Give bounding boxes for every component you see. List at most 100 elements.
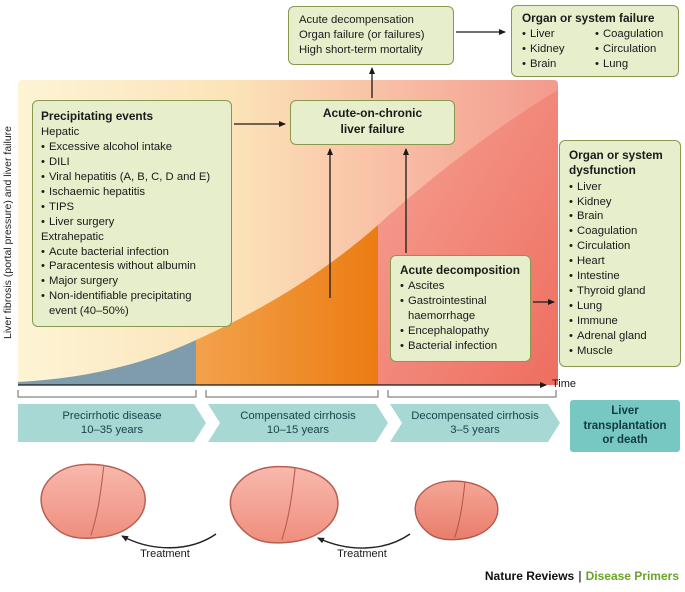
list-item: •Bacterial infection (400, 339, 521, 354)
bullet-icon: • (522, 28, 526, 41)
list-item: •Lung (569, 299, 671, 314)
treatment-label-2: Treatment (337, 548, 387, 560)
bullet-icon: • (41, 156, 45, 169)
liver-illustrations (40, 463, 499, 549)
acute-decomposition-box: Acute decomposition •Ascites•Gastrointes… (390, 255, 531, 362)
list-item: •Paracentesis without albumin (41, 259, 221, 274)
list-item: •Ischaemic hepatitis (41, 185, 221, 200)
list-item-text: Acute bacterial infection (48, 245, 169, 258)
bullet-icon: • (569, 195, 573, 208)
hepatic-heading: Hepatic (41, 126, 80, 139)
list-item-text: Viral hepatitis (A, B, C, D and E) (48, 171, 211, 184)
list-item-text: or death (602, 434, 648, 447)
list-item: •Encephalopathy (400, 324, 521, 339)
list-item: •Acute bacterial infection (41, 245, 221, 260)
bullet-icon: • (400, 325, 404, 338)
list-item: liver failure (299, 122, 446, 138)
stage-decompensated-cirrhosis: Decompensated cirrhosis 3–5 years (390, 404, 560, 442)
acute-decomposition-items-list: •Ascites•Gastrointestinal haemorrhage•En… (400, 279, 521, 354)
list-item-text: Non-identifiable precipitating event (40… (48, 290, 192, 318)
list-item-text: liver failure (340, 121, 405, 136)
stage-name: Decompensated cirrhosis (411, 410, 539, 422)
stage-precirrhotic-disease: Precirrhotic disease 10–35 years (18, 404, 206, 442)
list-item: •Coagulation (595, 27, 668, 42)
precipitating-events-box: Precipitating events Hepatic •Excessive … (32, 100, 232, 328)
bullet-icon: • (400, 295, 404, 308)
list-item-text: TIPS (48, 200, 75, 213)
list-item: Acute-on-chronic (299, 106, 446, 122)
list-item: •Intestine (569, 269, 671, 284)
list-item: •Circulation (595, 42, 668, 57)
stage-bracket-1 (17, 390, 197, 398)
stage-duration: 3–5 years (450, 424, 500, 436)
stage-duration: 10–35 years (80, 424, 144, 436)
stage-bracket-3 (387, 390, 557, 398)
bullet-icon: • (41, 290, 45, 303)
list-item: •Ascites (400, 279, 521, 294)
list-item-text: High short-term mortality (299, 43, 423, 56)
stage-name: Precirrhotic disease (62, 410, 162, 422)
list-item-text: Brain (576, 210, 604, 223)
list-item-text: Liver (529, 28, 555, 41)
list-item: •Coagulation (569, 224, 671, 239)
organ-failure-column-2: •Coagulation•Circulation•Lung (595, 27, 668, 71)
bullet-icon: • (595, 43, 599, 55)
extrahepatic-heading: Extrahepatic (41, 230, 104, 243)
organ-dysfunction-box: Organ or system dysfunction •Liver•Kidne… (559, 140, 681, 367)
stage-duration: 10–15 years (266, 424, 330, 436)
list-item: •Gastrointestinal haemorrhage (400, 294, 521, 324)
list-item-text: Coagulation (602, 28, 664, 41)
bullet-icon: • (522, 43, 526, 55)
bullet-icon: • (569, 255, 573, 268)
bullet-icon: • (569, 180, 573, 193)
list-item-text: Kidney (529, 43, 565, 55)
list-item: •Excessive alcohol intake (41, 140, 221, 155)
precirrhotic-curve-area (18, 340, 196, 385)
list-item: Acute decompensation (299, 13, 443, 28)
list-item: or death (602, 433, 647, 448)
bullet-icon: • (400, 339, 404, 352)
list-item: •Non-identifiable precipitating event (4… (41, 289, 221, 319)
list-item-text: Organ failure (or failures) (299, 28, 425, 41)
list-item: •Adrenal gland (569, 329, 671, 344)
bullet-icon: • (569, 329, 573, 342)
hepatic-items-list: •Excessive alcohol intake•DILI•Viral hep… (41, 140, 221, 229)
list-item-text: Muscle (576, 344, 613, 357)
journal-series: Disease Primers (585, 569, 679, 583)
treatment-arrow-1 (121, 533, 217, 549)
time-axis-label: Time (552, 378, 577, 390)
y-axis-label: Liver fibrosis (portal pressure) and liv… (2, 126, 14, 339)
list-item-text: Heart (576, 255, 605, 268)
organ-dysfunction-title: Organ or system dysfunction (569, 148, 663, 178)
list-item-text: Liver surgery (48, 215, 115, 228)
compensated-curve-area (196, 225, 378, 385)
list-item-text: transplantation (583, 419, 667, 432)
bullet-icon: • (41, 141, 45, 154)
list-item-text: Liver (576, 180, 602, 193)
list-item-text: Lung (602, 57, 629, 70)
organ-failure-column-1: •Liver•Kidney•Brain (522, 27, 595, 71)
list-item-text: Encephalopathy (407, 325, 489, 338)
list-item-text: Acute decompensation (299, 14, 414, 26)
list-item: •Circulation (569, 239, 671, 254)
bullet-icon: • (41, 275, 45, 288)
list-item-text: Gastrointestinal haemorrhage (407, 295, 487, 323)
list-item-text: Major surgery (48, 275, 119, 288)
list-item-text: Ischaemic hepatitis (48, 185, 146, 198)
organ-dysfunction-items-list: •Liver•Kidney•Brain•Coagulation•Circulat… (569, 180, 671, 359)
list-item-text: Lung (576, 299, 603, 312)
list-item-text: Circulation (602, 43, 657, 55)
list-item: •DILI (41, 155, 221, 170)
treatment-arrow-2 (317, 533, 411, 549)
bullet-icon: • (41, 245, 45, 258)
stage-bracket-2 (205, 390, 379, 398)
list-item-text: DILI (48, 156, 70, 169)
bullet-icon: • (569, 270, 573, 283)
list-item: •Heart (569, 254, 671, 269)
list-item: •TIPS (41, 200, 221, 215)
list-item: •Liver (522, 27, 595, 42)
bullet-icon: • (569, 344, 573, 357)
